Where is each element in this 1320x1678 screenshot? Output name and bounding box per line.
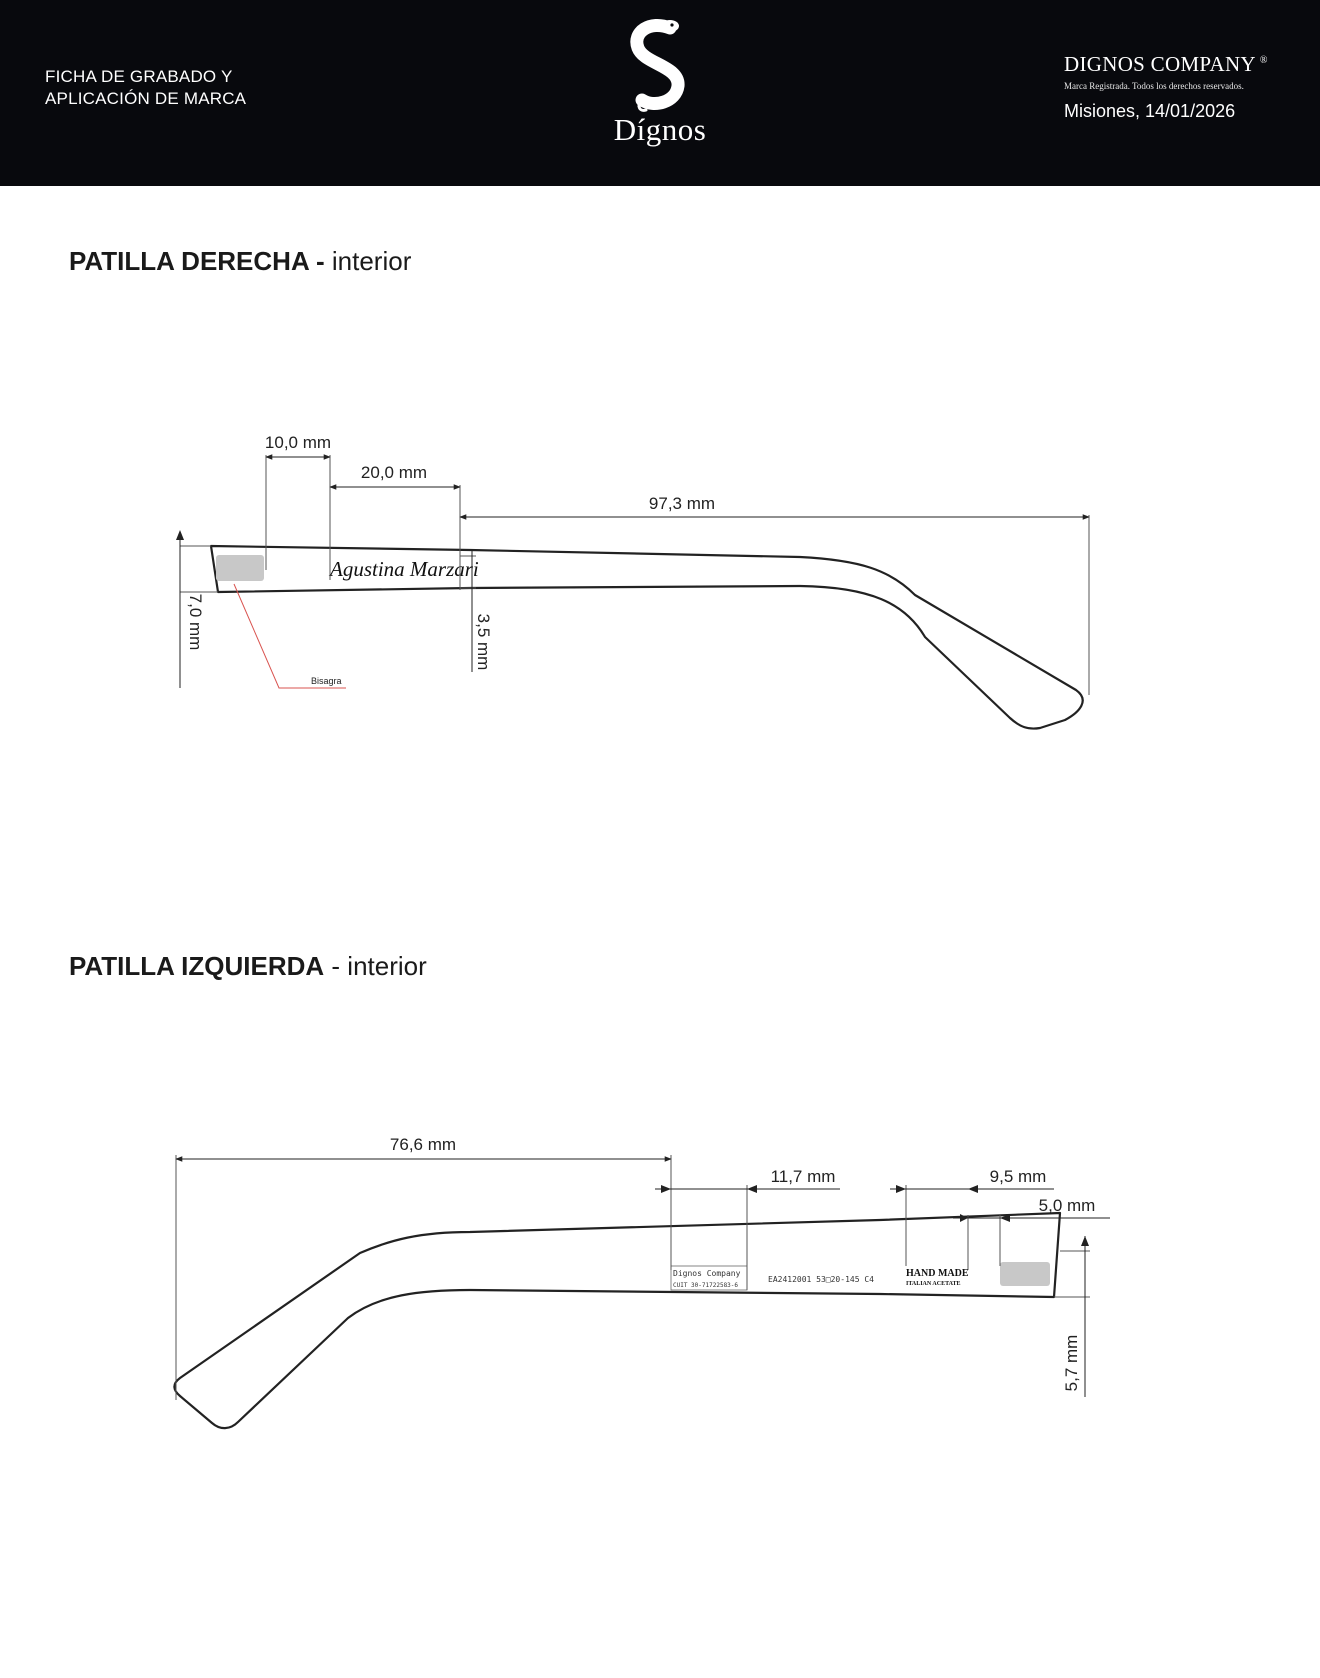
- right-temple-drawing: Bisagra Agustina Marzari 10,0 mm 20,0 mm…: [176, 433, 1090, 730]
- header-bar: FICHA DE GRABADO Y APLICACIÓN DE MARCA D…: [0, 0, 1320, 186]
- right-dim-height-label: 7,0 mm: [186, 594, 205, 651]
- company-name-text: DIGNOS COMPANY: [1064, 52, 1256, 76]
- left-dim-handmade-arrow-b-icon: [968, 1185, 978, 1193]
- snake-s-logo-icon: [630, 19, 685, 112]
- left-temple-title: PATILLA IZQUIERDA - interior: [69, 951, 427, 982]
- sheet-title-line1: FICHA DE GRABADO Y: [45, 67, 233, 86]
- left-dim-brand-arrow-b-icon: [747, 1185, 757, 1193]
- right-temple-title: PATILLA DERECHA - interior: [69, 246, 411, 277]
- right-temple-outline: [209, 544, 1084, 730]
- right-dim-eng-height-label: 3,5 mm: [474, 614, 493, 671]
- registered-mark: ®: [1259, 55, 1268, 66]
- company-block: DIGNOS COMPANY® Marca Registrada. Todos …: [1064, 52, 1268, 122]
- left-handmade-line2: ITALIAN ACETATE: [906, 1281, 961, 1287]
- right-height-arrow-icon: [176, 530, 184, 540]
- logo-wordmark: Dígnos: [613, 112, 707, 147]
- left-dim-hinge-label: 5,0 mm: [1039, 1196, 1096, 1215]
- right-hinge-leader: [233, 583, 346, 689]
- left-dim-height-label: 5,7 mm: [1062, 1335, 1081, 1392]
- right-engraving-text: Agustina Marzari: [328, 557, 479, 581]
- right-dim-hinge-label: 10,0 mm: [265, 433, 331, 452]
- right-hinge-label: Bisagra: [311, 676, 342, 686]
- rights-notice: Marca Registrada. Todos los derechos res…: [1064, 81, 1244, 91]
- brand-logo: Dígnos: [590, 14, 730, 174]
- left-temple-title-light: - interior: [331, 951, 427, 981]
- left-model-code: EA2412001 53□20-145 C4: [768, 1275, 874, 1284]
- sheet-title: FICHA DE GRABADO Y APLICACIÓN DE MARCA: [45, 66, 246, 110]
- left-handmade-line1: HAND MADE: [906, 1268, 969, 1279]
- right-hinge-pad: [216, 555, 264, 581]
- left-dim-length-label: 76,6 mm: [390, 1135, 456, 1154]
- left-height-arrow-icon: [1081, 1236, 1089, 1246]
- left-hinge-pad: [1000, 1262, 1050, 1286]
- left-dim-handmade-label: 9,5 mm: [990, 1167, 1047, 1186]
- sheet-title-line2: APLICACIÓN DE MARCA: [45, 89, 247, 108]
- left-dim-hinge-arrow-b-icon: [1000, 1214, 1010, 1222]
- right-dim-total-label: 97,3 mm: [649, 494, 715, 513]
- right-dim-engraving-label: 20,0 mm: [361, 463, 427, 482]
- company-name: DIGNOS COMPANY®: [1064, 52, 1268, 77]
- left-dim-brand-arrow-a-icon: [661, 1185, 671, 1193]
- left-temple-drawing: Dignos Company CUIT 30-71722583-6 EA2412…: [173, 1135, 1110, 1430]
- left-temple-title-bold: PATILLA IZQUIERDA: [69, 951, 325, 981]
- left-brand-line2: CUIT 30-71722583-6: [673, 1282, 738, 1289]
- left-dim-brand-label: 11,7 mm: [771, 1167, 836, 1186]
- left-temple-top-edge: [173, 1211, 1062, 1430]
- place-date: Misiones, 14/01/2026: [1064, 101, 1236, 121]
- right-temple-title-light: interior: [331, 246, 412, 276]
- left-temple-outline: [175, 1213, 1060, 1400]
- right-temple-title-bold: PATILLA DERECHA -: [69, 246, 325, 276]
- left-brand-line1: Dignos Company: [673, 1269, 741, 1278]
- left-dim-hinge-arrow-a-icon: [960, 1214, 968, 1222]
- left-dim-handmade-arrow-a-icon: [896, 1185, 906, 1193]
